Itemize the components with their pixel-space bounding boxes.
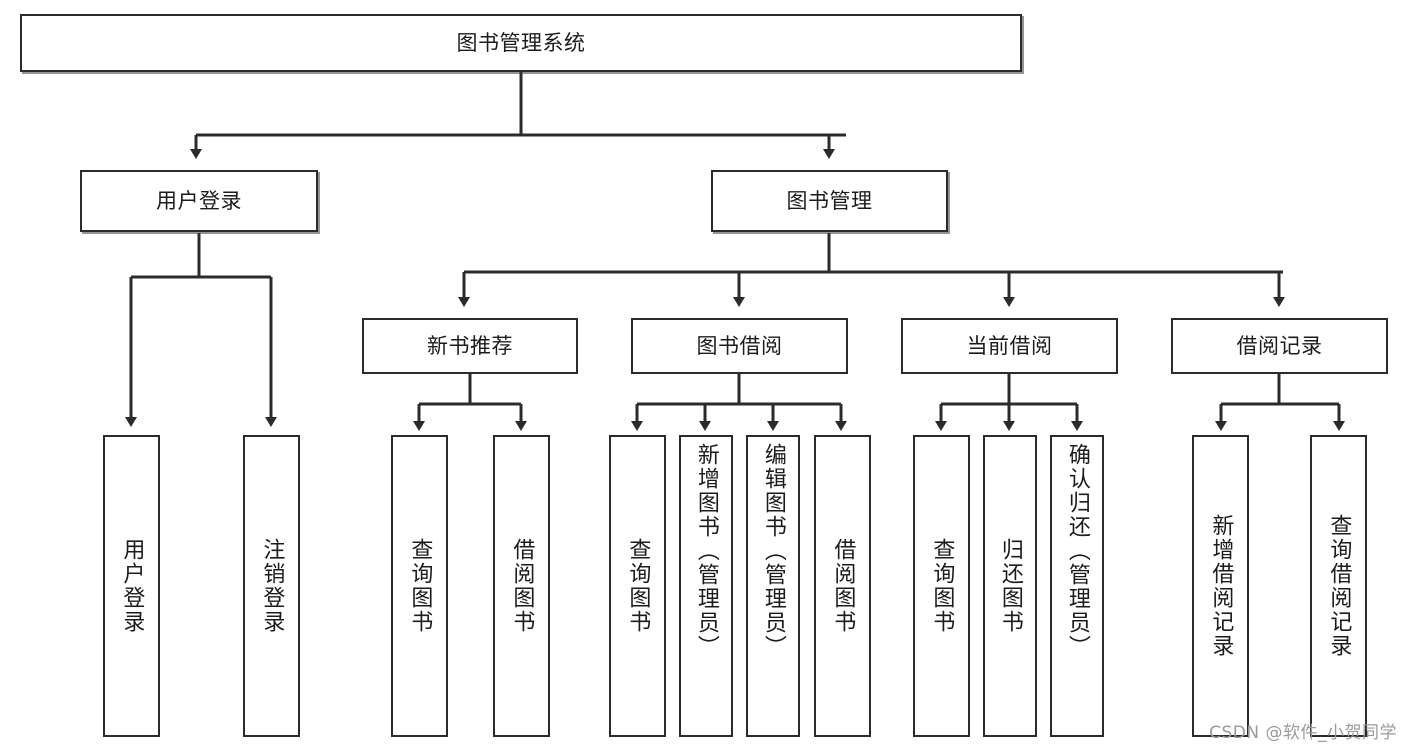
leaf-nb-query-book[interactable]: 查询图书 (391, 435, 448, 737)
leaf-bb-borrow-book-label: 借阅图书 (830, 538, 856, 634)
node-book-management-label: 图书管理 (786, 188, 873, 213)
node-user-login-label: 用户登录 (156, 188, 242, 213)
leaf-bb-edit-book-admin[interactable]: 编辑图书（管理员） (746, 435, 800, 737)
leaf-bb-edit-book-admin-label: 编辑图书（管理员） (760, 443, 786, 659)
leaf-logout-label: 注销登录 (259, 538, 285, 634)
leaf-nb-query-book-label: 查询图书 (407, 538, 433, 634)
node-borrow-record-label: 借阅记录 (1236, 333, 1323, 358)
leaf-bb-add-book-admin-label: 新增图书（管理员） (693, 443, 719, 659)
node-current-borrow-label: 当前借阅 (966, 333, 1053, 358)
leaf-cb-query-book-label: 查询图书 (929, 538, 955, 634)
node-book-borrow-label: 图书借阅 (696, 333, 783, 358)
leaf-cb-query-book[interactable]: 查询图书 (913, 435, 970, 737)
leaf-bb-add-book-admin[interactable]: 新增图书（管理员） (679, 435, 733, 737)
leaf-bb-query-book[interactable]: 查询图书 (609, 435, 666, 737)
leaf-nb-borrow-book-label: 借阅图书 (509, 538, 535, 634)
leaf-cb-return-book-label: 归还图书 (997, 538, 1023, 634)
node-borrow-record[interactable]: 借阅记录 (1171, 318, 1388, 374)
leaf-br-query-record[interactable]: 查询借阅记录 (1310, 435, 1367, 737)
leaf-cb-confirm-return-admin-label: 确认归还（管理员） (1064, 443, 1090, 659)
leaf-nb-borrow-book[interactable]: 借阅图书 (493, 435, 550, 737)
leaf-cb-confirm-return-admin[interactable]: 确认归还（管理员） (1050, 435, 1104, 737)
node-root-system[interactable]: 图书管理系统 (20, 14, 1022, 72)
node-new-book-recommend[interactable]: 新书推荐 (362, 318, 578, 374)
leaf-cb-return-book[interactable]: 归还图书 (983, 435, 1037, 737)
leaf-user-login-label: 用户登录 (119, 538, 145, 634)
leaf-logout[interactable]: 注销登录 (243, 435, 300, 737)
node-book-borrow[interactable]: 图书借阅 (631, 318, 848, 374)
leaf-br-add-record[interactable]: 新增借阅记录 (1192, 435, 1249, 737)
leaf-br-query-record-label: 查询借阅记录 (1326, 514, 1352, 658)
leaf-bb-borrow-book[interactable]: 借阅图书 (814, 435, 871, 737)
node-book-management[interactable]: 图书管理 (711, 170, 948, 232)
node-user-login[interactable]: 用户登录 (80, 170, 318, 232)
leaf-user-login[interactable]: 用户登录 (103, 435, 160, 737)
node-current-borrow[interactable]: 当前借阅 (901, 318, 1118, 374)
node-root-system-label: 图书管理系统 (456, 30, 586, 55)
leaf-bb-query-book-label: 查询图书 (625, 538, 651, 634)
csdn-watermark: CSDN @软件_小贺同学 (1209, 723, 1397, 743)
leaf-br-add-record-label: 新增借阅记录 (1208, 514, 1234, 658)
node-new-book-recommend-label: 新书推荐 (427, 333, 513, 358)
